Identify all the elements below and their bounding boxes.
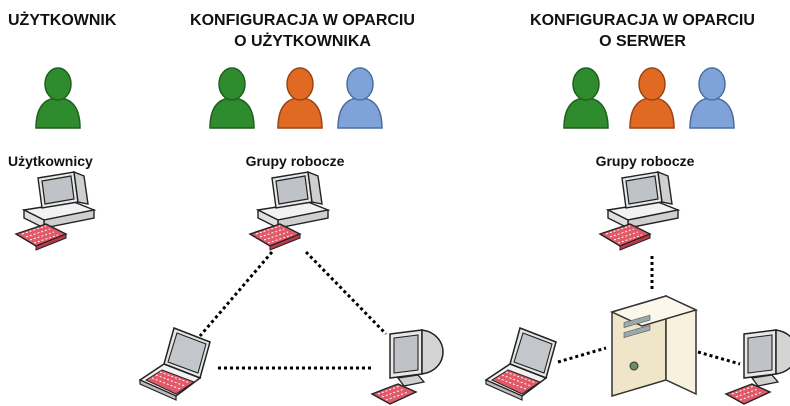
crt-monitor-icon: [371, 329, 444, 405]
heading-user: UŻYTKOWNIK: [8, 12, 117, 29]
connection-lines-user-config: [198, 250, 388, 370]
desktop-computer-icon: [15, 171, 95, 251]
label-workgroups-server-config: Grupy robocze: [595, 153, 695, 169]
crt-monitor-icon: [725, 329, 790, 405]
heading-server-config: KONFIGURACJA W OPARCIU O SERWER: [505, 10, 780, 52]
heading-user-config-line2: O UŻYTKOWNIKA: [234, 33, 371, 50]
desktop-computer-icon: [249, 171, 329, 251]
label-workgroups-user-config: Grupy robocze: [245, 153, 345, 169]
user-icon: [209, 67, 255, 129]
laptop-icon: [139, 327, 211, 401]
heading-server-config-line2: O SERWER: [599, 33, 686, 50]
heading-user-config: KONFIGURACJA W OPARCIU O UŻYTKOWNIKA: [165, 10, 440, 52]
server-tower-icon: [611, 295, 697, 397]
laptop-icon: [485, 327, 557, 401]
heading-user-config-line1: KONFIGURACJA W OPARCIU: [190, 12, 415, 29]
user-icon: [277, 67, 323, 129]
user-icon: [337, 67, 383, 129]
user-icon: [629, 67, 675, 129]
label-users: Użytkownicy: [8, 153, 93, 169]
desktop-computer-icon: [599, 171, 679, 251]
user-icon: [689, 67, 735, 129]
user-icon: [563, 67, 609, 129]
heading-server-config-line1: KONFIGURACJA W OPARCIU: [530, 12, 755, 29]
user-icon: [35, 67, 81, 129]
connection-lines-server-config: [557, 256, 741, 366]
